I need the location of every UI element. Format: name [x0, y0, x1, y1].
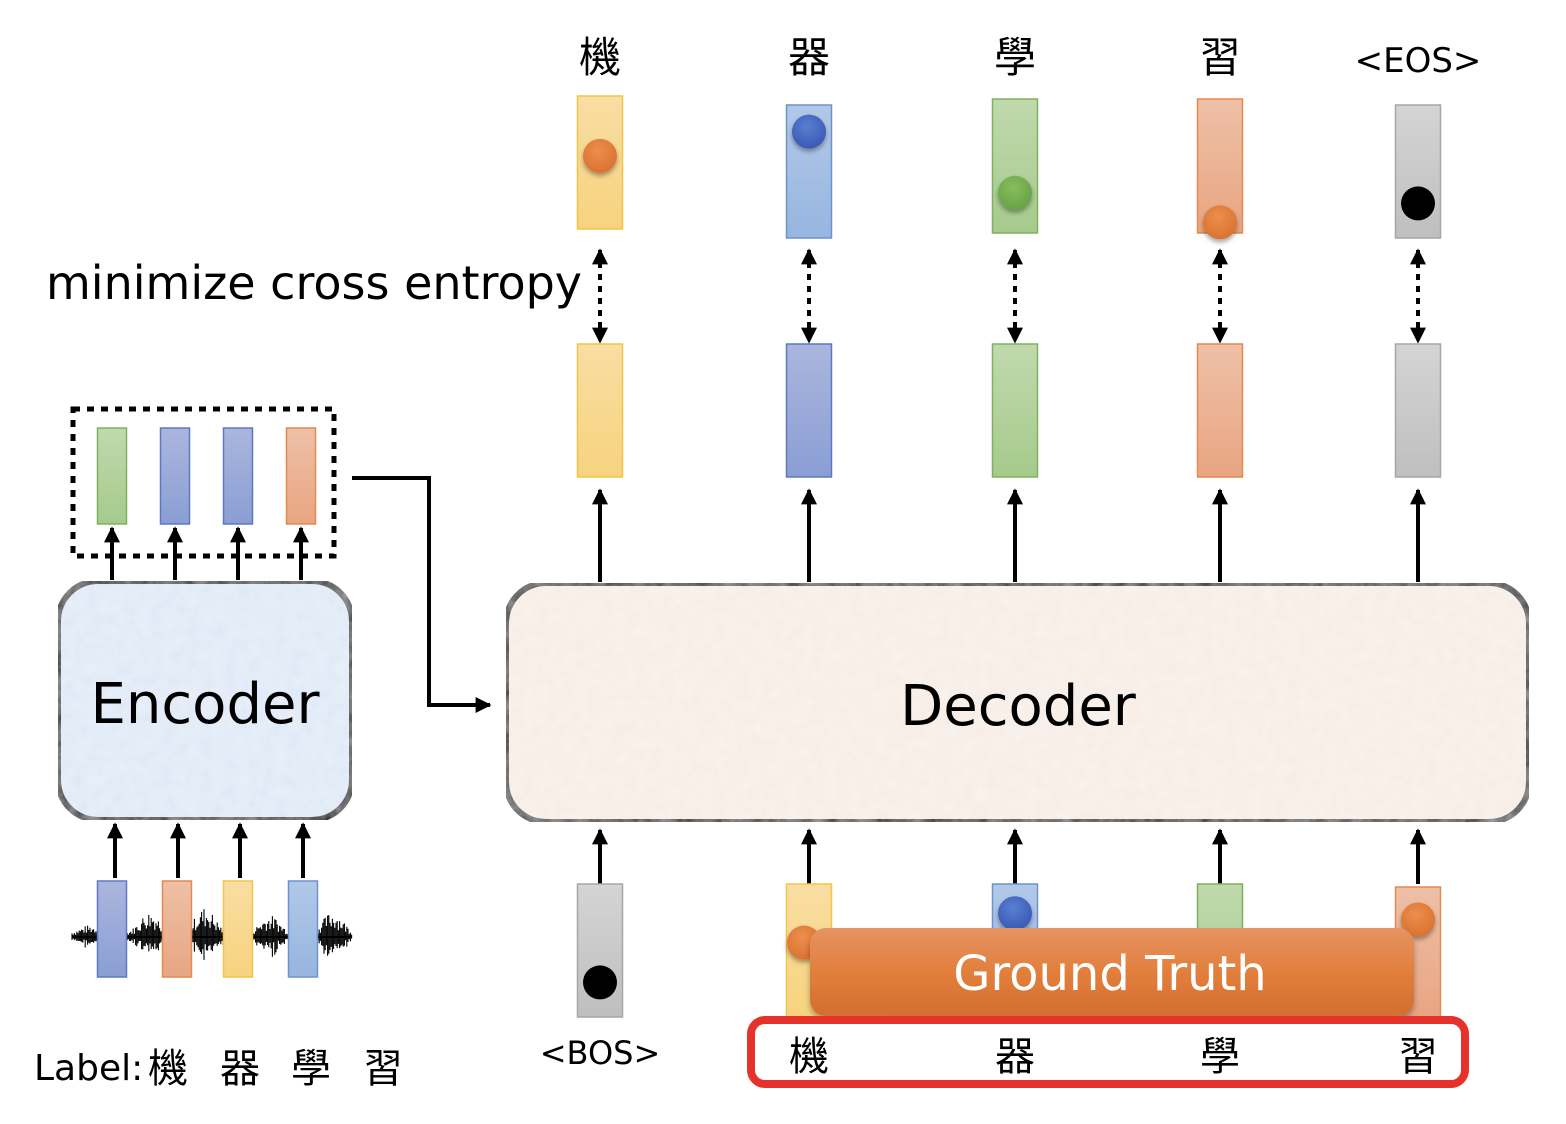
target-dot [583, 138, 617, 173]
encoder-output-vector [222, 427, 254, 525]
predicted-vector [785, 343, 833, 478]
decoder-input-arrows [592, 828, 1426, 884]
ground-truth-token: 習 [1398, 1034, 1438, 1080]
encoder-output-vectors [96, 427, 317, 580]
output-token: 學 [994, 33, 1036, 82]
label-token: 學 [291, 1046, 331, 1092]
decoder-input-dot [1401, 902, 1435, 937]
output-token: 器 [788, 33, 830, 82]
target-vectors [576, 95, 1442, 240]
cross-entropy-arrows [592, 248, 1426, 344]
predicted-vector [1196, 343, 1244, 478]
label-token: 機 [148, 1046, 188, 1092]
target-dot [1401, 186, 1435, 221]
output-token: <EOS> [1355, 41, 1482, 81]
encoder-output-group [70, 406, 337, 559]
output-token: 習 [1199, 33, 1241, 82]
predicted-vector [1394, 343, 1442, 478]
label-token: 習 [363, 1046, 403, 1092]
loss-label: minimize cross entropy [46, 256, 582, 310]
target-dot [792, 114, 826, 149]
target-dot [998, 175, 1032, 210]
predicted-vector [991, 343, 1039, 478]
encoder-decoder-connector [352, 476, 492, 713]
ground-truth-token: 器 [995, 1034, 1035, 1080]
predicted-vector [576, 343, 624, 478]
encoder-input-arrows [107, 822, 311, 878]
acoustic-feature-vector [287, 880, 319, 978]
output-tokens: 機 器 學 習 <EOS> [579, 33, 1481, 82]
ground-truth-banner: Ground Truth [810, 928, 1414, 1016]
label-tokens: 機器學習 [148, 1046, 403, 1092]
label-prefix: Label: [34, 1048, 143, 1089]
ground-truth-label: Ground Truth [953, 946, 1266, 1002]
decoder-input-tokens: <BOS> 機 器 學 習 [540, 1034, 1438, 1080]
label-token: 器 [220, 1046, 260, 1092]
encoder-block: Encoder [55, 578, 355, 823]
bos-token: <BOS> [540, 1034, 661, 1072]
target-vector [991, 98, 1039, 234]
predicted-vectors [576, 343, 1442, 478]
acoustic-feature-vector [161, 880, 193, 978]
ground-truth-token: 機 [789, 1034, 829, 1080]
target-dot [1203, 205, 1237, 240]
acoustic-feature-vector [222, 880, 254, 978]
encoder-output-vector [96, 427, 128, 525]
decoder-label: Decoder [900, 674, 1137, 739]
encoder-output-vector [159, 427, 191, 525]
acoustic-feature-vectors [96, 880, 319, 978]
decoder-block: Decoder [503, 580, 1532, 825]
ground-truth-highlight [747, 1016, 1469, 1088]
encoder-output-vector [285, 427, 317, 525]
acoustic-feature-vector [96, 880, 128, 978]
output-token: 機 [579, 33, 621, 82]
ground-truth-token: 學 [1200, 1034, 1240, 1080]
decoder-output-arrows [592, 488, 1426, 582]
decoder-input-dot [998, 896, 1032, 931]
decoder-input-dot [583, 965, 617, 1000]
encoder-label: Encoder [91, 672, 321, 737]
